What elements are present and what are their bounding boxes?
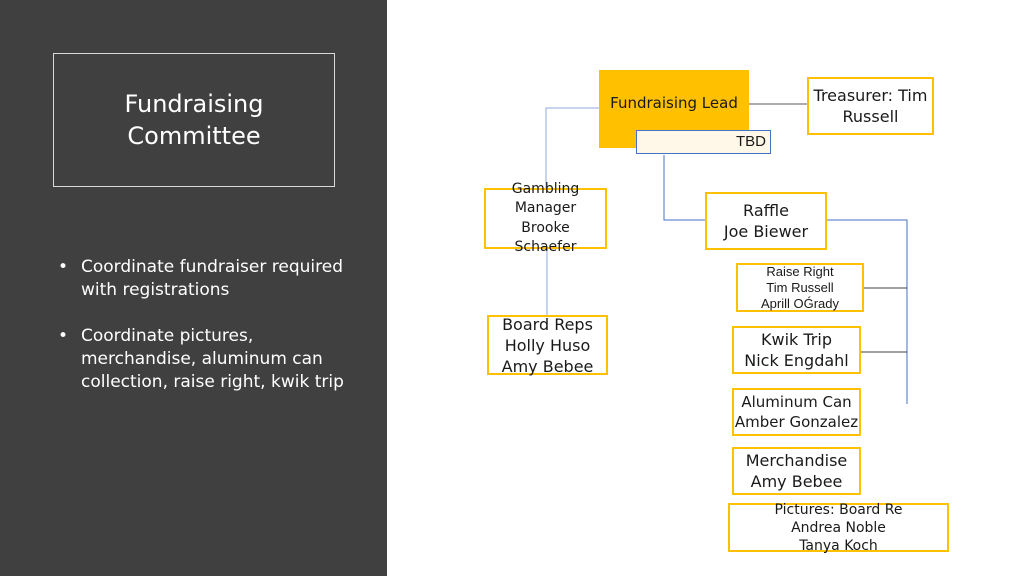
- slide-title-line-2: Committee: [127, 122, 261, 150]
- connector-tbd-raffle: [663, 155, 705, 221]
- connector-raffle-trunk: [826, 219, 908, 404]
- bullet-list: • Coordinate fundraiser required with re…: [58, 256, 348, 417]
- raise-right-line-2: Tim Russell: [766, 279, 834, 295]
- raffle-line-1: Raffle: [743, 201, 789, 220]
- raise-right-box: Raise Right Tim Russell Aprill OǴrady: [736, 263, 864, 312]
- treasurer-box: Treasurer: Tim Russell: [807, 77, 934, 135]
- pictures-line-2: Andrea Noble: [791, 519, 886, 536]
- bullet-item: • Coordinate pictures, merchandise, alum…: [58, 325, 348, 394]
- kwik-trip-line-2: Nick Engdahl: [744, 351, 849, 370]
- pictures-line-3: Tanya Koch: [799, 537, 878, 554]
- aluminum-can-box: Aluminum Can Amber Gonzalez: [732, 388, 861, 436]
- board-reps-line-1: Board Reps: [502, 314, 593, 334]
- gambling-line-1: Gambling: [511, 180, 580, 197]
- board-reps-line-2: Holly Huso: [504, 335, 591, 355]
- raffle-line-2: Joe Biewer: [723, 222, 809, 241]
- fundraising-lead-box: Fundraising Lead: [599, 70, 749, 148]
- bullet-dot: •: [58, 326, 69, 346]
- pictures-line-1: Pictures: Board Re: [774, 501, 903, 518]
- raffle-box: Raffle Joe Biewer: [705, 192, 827, 250]
- bullet-text: Coordinate pictures, merchandise, alumin…: [81, 326, 344, 392]
- aluminum-can-line-1: Aluminum Can: [741, 393, 852, 411]
- bullet-item: • Coordinate fundraiser required with re…: [58, 256, 348, 302]
- gambling-line-4: Schaefer: [514, 239, 577, 255]
- connector-lead-gambling: [545, 107, 599, 188]
- gambling-manager-box: Gambling Manager Brooke Schaefer: [484, 181, 607, 255]
- left-panel: Fundraising Committee • Coordinate fundr…: [0, 0, 387, 576]
- board-reps-line-3: Amy Bebee: [501, 356, 594, 376]
- tbd-box: TBD: [636, 130, 771, 154]
- fundraising-lead-label: Fundraising Lead: [610, 94, 738, 112]
- raise-right-line-3: Aprill OǴrady: [760, 295, 840, 311]
- merchandise-line-1: Merchandise: [745, 451, 848, 470]
- bullet-text: Coordinate fundraiser required with regi…: [81, 257, 343, 300]
- treasurer-line-2: Russell: [842, 107, 899, 126]
- merchandise-box: Merchandise Amy Bebee: [732, 447, 861, 495]
- board-reps-box: Board Reps Holly Huso Amy Bebee: [487, 314, 608, 376]
- merchandise-line-2: Amy Bebee: [750, 472, 843, 491]
- raise-right-line-1: Raise Right: [766, 263, 834, 279]
- bullet-dot: •: [58, 257, 69, 277]
- gambling-line-3: Brooke: [521, 219, 570, 236]
- aluminum-can-line-2: Amber Gonzalez: [734, 413, 859, 431]
- treasurer-line-1: Treasurer: Tim: [813, 86, 928, 105]
- pictures-box: Pictures: Board Re Andrea Noble Tanya Ko…: [728, 501, 949, 554]
- slide-title-line-1: Fundraising: [124, 90, 264, 118]
- kwik-trip-line-1: Kwik Trip: [761, 330, 832, 349]
- gambling-line-2: Manager: [514, 200, 577, 216]
- title-box: Fundraising Committee: [53, 53, 335, 187]
- kwik-trip-box: Kwik Trip Nick Engdahl: [732, 326, 861, 374]
